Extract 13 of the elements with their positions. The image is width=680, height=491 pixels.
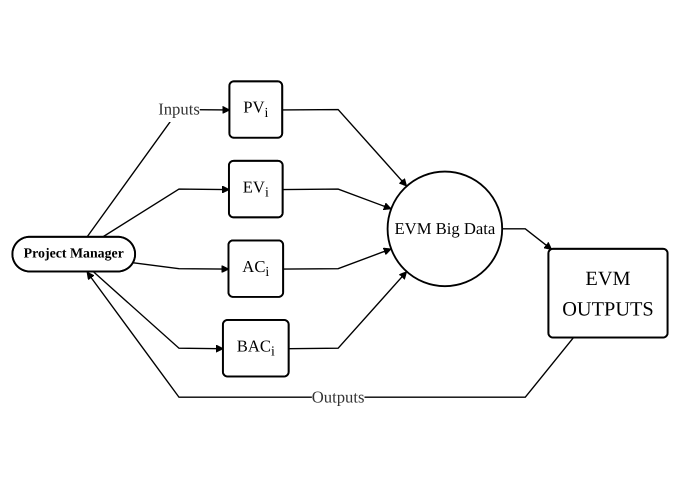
arrow (133, 262, 230, 274)
arrow (289, 271, 408, 350)
arrow (86, 272, 574, 398)
arrow (86, 106, 230, 238)
edge-label: Outputs (312, 388, 364, 406)
arrow (93, 271, 224, 353)
arrow (102, 185, 230, 238)
arrow (282, 108, 408, 187)
arrow (502, 228, 552, 250)
node-circle: EVM Big Data (386, 170, 504, 288)
edge-label: Inputs (158, 100, 200, 118)
arrow (284, 248, 392, 270)
arrow (283, 188, 392, 210)
